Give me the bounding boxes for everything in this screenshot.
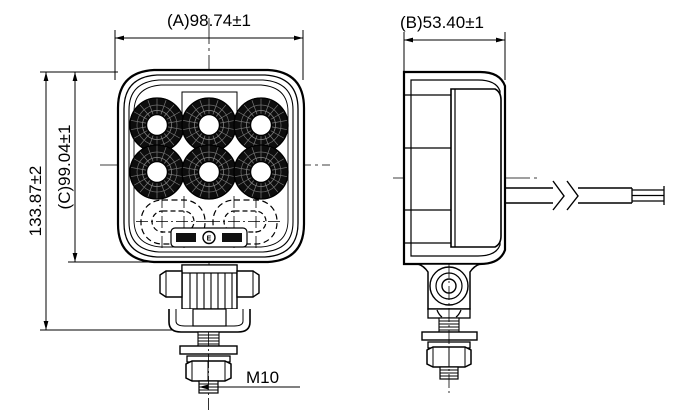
e-mark-letter: E [207,236,212,243]
side-washer-large [421,331,478,341]
led-reflector [129,97,185,153]
housing-lens-outline [128,79,294,253]
dimension-height-overall-label: 133.87±2 [26,166,45,237]
mounting-bracket-side [417,263,481,395]
side-lens-block [450,88,502,248]
pivot-bolt-right [236,270,260,298]
bracket-center-boss [192,308,227,327]
side-rear-detail [404,94,451,244]
led-reflector [181,144,237,200]
led-reflector [181,97,237,153]
stripped-wire-ends [631,186,665,205]
housing-inner-outline [133,84,289,248]
led-array [129,97,289,200]
dimension-thread-M10: M10 [199,368,300,390]
power-cable [505,180,665,211]
led-reflector [233,97,289,153]
hinge-top-cap [181,264,238,274]
side-body-inner-outline [410,79,501,257]
mounting-bracket-front [159,264,260,410]
led-reflector [129,144,185,200]
approval-marking: E [170,227,248,248]
approval-code-right [222,233,242,242]
pivot-bolt-left [159,270,183,298]
front-view: E [100,18,330,410]
housing-bezel-outline [123,74,299,258]
dimension-height-body-C-label: (C)99.04±1 [55,125,74,210]
dimension-thread-M10-label: M10 [246,368,279,387]
dimension-height-body-C: (C)99.04±1 [55,71,170,263]
e-mark-circle [202,230,216,245]
dimension-depth-B-label: (B)53.40±1 [400,13,484,32]
side-view [393,70,665,395]
approval-code-left [176,233,196,242]
cable-break-symbol [552,180,579,211]
approval-marking-plate [170,227,248,248]
led-reflector [233,144,289,200]
